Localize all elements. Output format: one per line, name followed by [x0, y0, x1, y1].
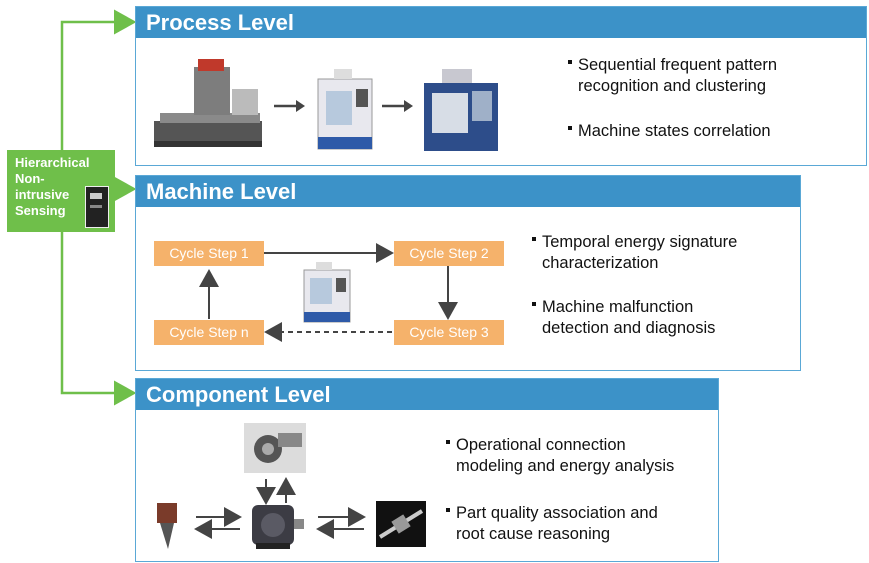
machine-level-panel: Machine Level Cycle Step 1 Cycle Step 2 … — [135, 175, 801, 371]
sensing-line: intrusive — [15, 187, 70, 202]
bullet-dot-icon — [446, 439, 450, 444]
bullet-text: detection and diagnosis — [542, 319, 716, 337]
sensing-connectors — [60, 9, 137, 406]
boring-machine-image — [154, 59, 272, 151]
component-bullet-1: Operational connection modeling and ener… — [446, 435, 674, 477]
bullet-dot-icon — [568, 59, 572, 64]
sensing-line: Sensing — [15, 203, 66, 218]
cutting-tool-image — [154, 503, 180, 551]
process-level-title: Process Level — [136, 7, 866, 38]
motor-image — [246, 499, 306, 551]
bullet-text: Sequential frequent pattern — [578, 56, 778, 74]
machine-level-title: Machine Level — [136, 176, 800, 207]
cycle-step-3: Cycle Step 3 — [394, 320, 504, 345]
component-level-panel: Component Level — [135, 378, 719, 562]
bullet-dot-icon — [532, 236, 536, 241]
machine-bullet-2: Machine malfunction detection and diagno… — [532, 297, 715, 339]
process-bullet-2: Machine states correlation — [568, 121, 771, 142]
bullet-text: Machine malfunction — [542, 298, 694, 316]
cycle-step-2: Cycle Step 2 — [394, 241, 504, 266]
vertical-mill-image — [300, 262, 354, 324]
hierarchical-sensing-box: Hierarchical Non- intrusive Sensing — [7, 150, 115, 232]
spindle-assembly-image — [244, 423, 306, 473]
ball-screw-image — [376, 501, 426, 547]
bullet-text: recognition and clustering — [578, 77, 767, 95]
vertical-mill-image — [314, 67, 376, 151]
bullet-text: characterization — [542, 254, 659, 272]
bullet-dot-icon — [532, 301, 536, 306]
sensing-line: Hierarchical — [15, 155, 90, 170]
cycle-step-1: Cycle Step 1 — [154, 241, 264, 266]
process-arrow-icon — [382, 99, 414, 118]
bullet-text: root cause reasoning — [456, 525, 611, 543]
bullet-text: Operational connection — [456, 436, 626, 454]
bullet-text: Temporal energy signature — [542, 233, 738, 251]
component-bullet-2: Part quality association and root cause … — [446, 503, 658, 545]
component-arrows — [194, 477, 366, 539]
bullet-dot-icon — [568, 125, 572, 130]
machining-center-image — [422, 67, 502, 153]
bullet-text: Machine states correlation — [578, 122, 771, 140]
cycle-arrows — [199, 243, 458, 342]
bullet-dot-icon — [446, 507, 450, 512]
process-arrow-icon — [274, 99, 306, 118]
bullet-text: Part quality association and — [456, 504, 658, 522]
bullet-text: modeling and energy analysis — [456, 457, 675, 475]
sensing-line: Non- — [15, 171, 45, 186]
cycle-step-n: Cycle Step n — [154, 320, 264, 345]
machine-bullet-1: Temporal energy signature characterizati… — [532, 232, 737, 274]
sensor-device-icon — [85, 186, 109, 228]
process-level-panel: Process Level — [135, 6, 867, 166]
component-level-title: Component Level — [136, 379, 718, 410]
process-bullet-1: Sequential frequent pattern recognition … — [568, 55, 777, 97]
